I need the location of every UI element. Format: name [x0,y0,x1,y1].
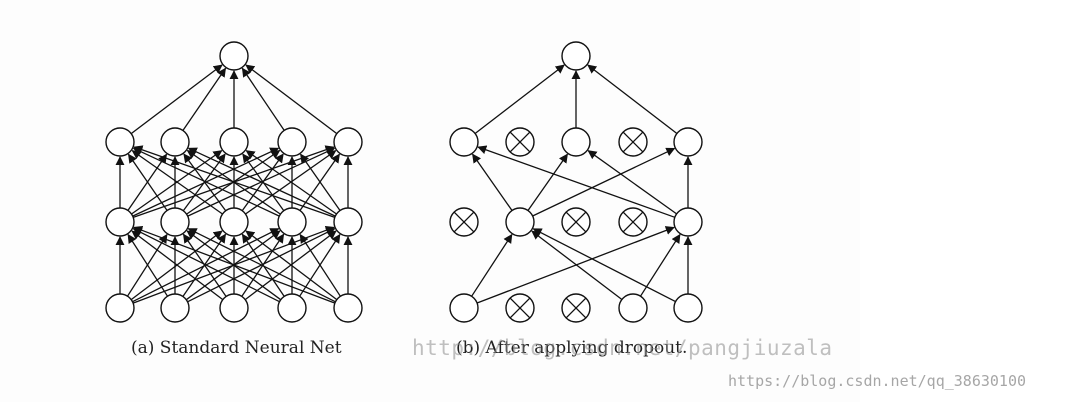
edge-dropout-l0n3-l1n4 [639,233,681,297]
edge-dropout-l1n1-l2n0 [472,153,513,211]
neuron-standard-l3-n0 [219,41,249,71]
caption-dropout-net: (b) After applying dropout. [456,338,688,358]
neuron-standard-l1-n4 [333,207,363,237]
dropped-neuron-dropout-l1-n2 [561,207,591,237]
edge-standard-l1n2-l2n0 [131,150,223,215]
edge-dropout-l0n4-l1n1 [532,228,676,303]
edge-standard-l0n2-l1n1 [182,233,227,297]
dropped-neuron-dropout-l1-n3 [618,207,648,237]
dropped-neuron-dropout-l0-n2 [561,293,591,323]
figure-background [0,0,860,402]
neuron-standard-l2-n0 [105,127,135,157]
edge-standard-l2n1-l3n0 [182,67,227,131]
edge-standard-l2n3-l3n0 [241,67,285,131]
edge-standard-l1n4-l2n1 [187,147,336,217]
edge-standard-l1n3-l2n0 [132,147,280,217]
neuron-standard-l0-n4 [333,293,363,323]
edge-standard-l0n1-l1n0 [127,233,169,297]
watermark-center: http://blog.csdn.net/pangjiuzala [412,336,833,360]
watermark-corner: https://blog.csdn.net/qq_38630100 [728,372,1027,390]
neuron-dropout-l3-n0 [561,41,591,71]
connections [115,64,693,304]
neuron-standard-l0-n0 [105,293,135,323]
edge-standard-l2n4-l3n0 [245,64,338,135]
neuron-standard-l2-n3 [277,127,307,157]
edge-standard-l2n0-l3n0 [130,64,223,135]
edge-standard-l1n2-l2n1 [183,153,227,212]
edge-standard-l0n3-l1n0 [132,228,280,303]
edge-dropout-l1n4-l2n0 [477,145,676,218]
neuron-standard-l1-n2 [219,207,249,237]
edge-dropout-l0n0-l1n1 [471,233,513,297]
edge-standard-l1n4-l2n3 [300,153,341,211]
caption-standard-net: (a) Standard Neural Net [131,338,342,358]
neuron-standard-l1-n3 [277,207,307,237]
edge-dropout-l2n4-l3n0 [587,64,678,135]
dropped-neuron-dropout-l2-n3 [618,127,648,157]
edge-dropout-l0n0-l1n4 [476,226,675,304]
neuron-standard-l2-n2 [219,127,249,157]
edge-standard-l0n4-l1n0 [133,225,336,304]
dropped-neuron-dropout-l0-n1 [505,293,535,323]
neuron-dropout-l2-n4 [673,127,703,157]
edge-dropout-l0n3-l1n1 [531,230,623,301]
neurons [105,41,703,323]
neuron-standard-l2-n4 [333,127,363,157]
dropped-neuron-dropout-l2-n1 [505,127,535,157]
edge-standard-l0n2-l1n0 [131,230,224,301]
edge-standard-l0n4-l1n3 [299,233,341,297]
neuron-dropout-l1-n4 [673,207,703,237]
dropped-neuron-dropout-l1-n0 [449,207,479,237]
neuron-dropout-l1-n1 [505,207,535,237]
edge-dropout-l2n0-l3n0 [474,64,565,135]
edge-dropout-l1n4-l2n2 [587,150,677,215]
neuron-dropout-l2-n0 [449,127,479,157]
neuron-dropout-l0-n3 [618,293,648,323]
edge-standard-l1n4-l2n0 [133,145,336,219]
edge-standard-l1n1-l2n0 [127,153,168,211]
neuron-standard-l2-n1 [160,127,190,157]
edge-standard-l0n4-l1n1 [187,228,336,303]
neuron-standard-l0-n3 [277,293,307,323]
edge-dropout-l1n1-l2n4 [532,147,676,217]
neuron-standard-l0-n1 [160,293,190,323]
neuron-dropout-l0-n4 [673,293,703,323]
neuron-dropout-l2-n2 [561,127,591,157]
edge-standard-l1n4-l2n2 [245,150,337,215]
neuron-standard-l1-n0 [105,207,135,237]
neuron-standard-l0-n2 [219,293,249,323]
edge-dropout-l1n1-l2n2 [527,153,568,211]
neuron-dropout-l0-n0 [449,293,479,323]
edge-standard-l0n4-l1n2 [245,230,338,301]
neuron-standard-l1-n1 [160,207,190,237]
